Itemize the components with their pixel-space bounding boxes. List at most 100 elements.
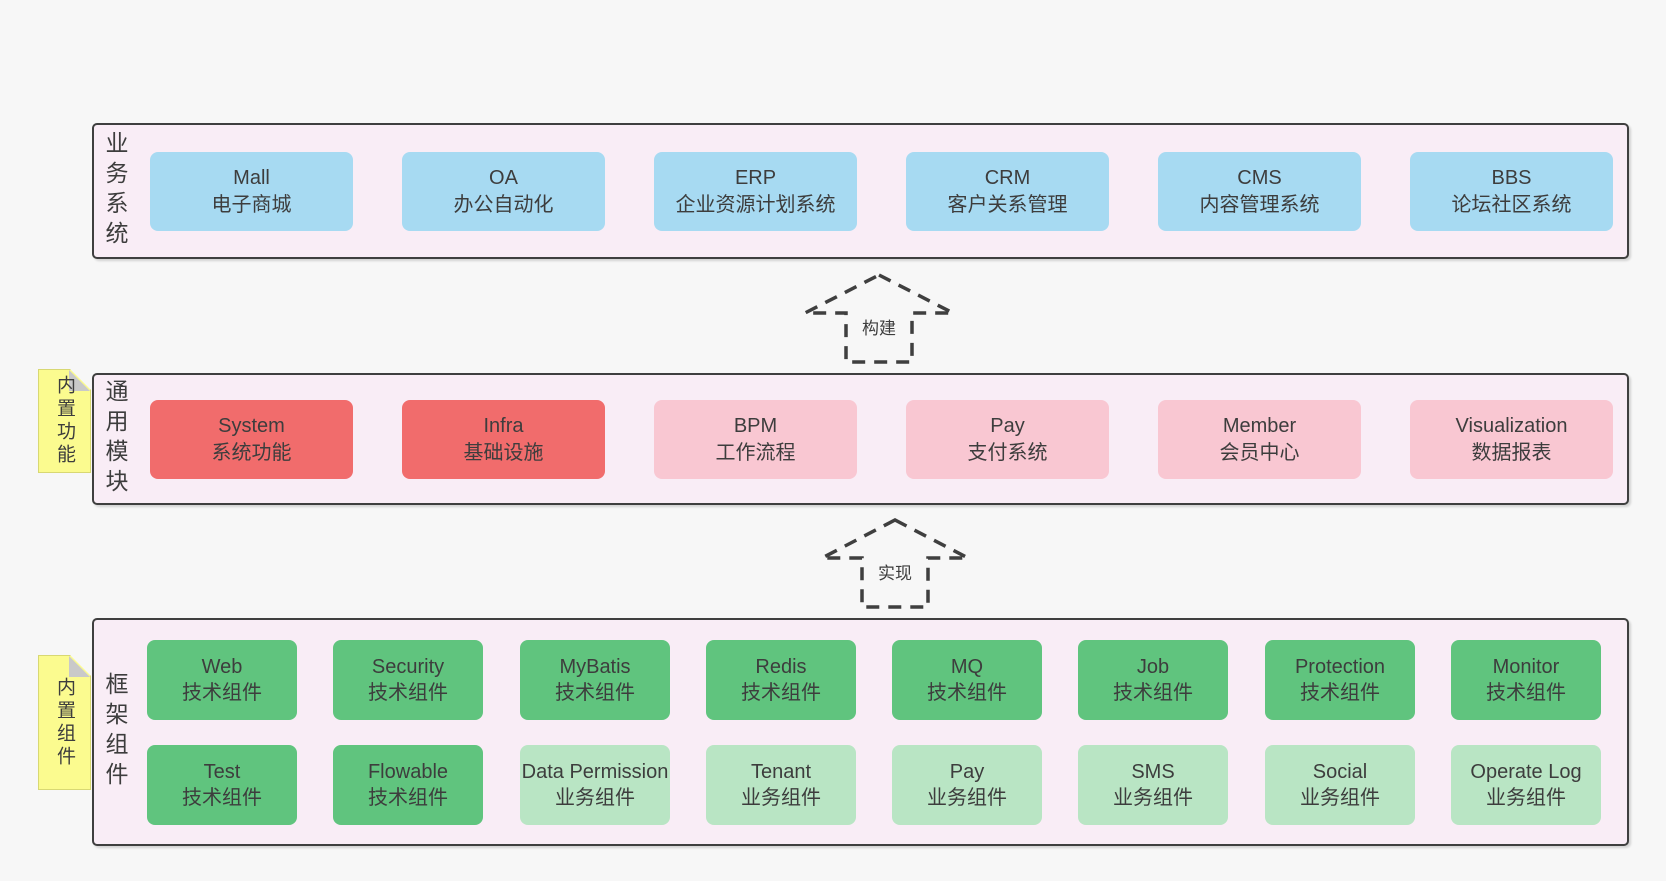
box-title: OA [489,167,518,189]
box-title: Visualization [1455,415,1568,437]
box-title: Job [1136,655,1170,678]
box-subtitle: 工作流程 [715,441,796,464]
box-cms: CMS 内容管理系统 [1158,152,1361,231]
box-subtitle: 系统功能 [211,441,292,464]
band-label-business-systems: 业务系统 [102,131,128,251]
box-title: SMS [1131,760,1175,783]
box-oa: OA 办公自动化 [402,152,605,231]
box-subtitle: 技术组件 [368,682,448,704]
band-common-modules: 通用模块 System 系统功能 Infra 基础设施 BPM 工作流程 Pay… [92,373,1629,505]
box-subtitle: 技术组件 [927,682,1007,704]
box-subtitle: 技术组件 [741,682,821,704]
note-built-in-functions-label: 内置功能 [54,375,75,467]
box-subtitle: 技术组件 [1486,682,1566,704]
box-title: BBS [1491,167,1532,189]
arrow-build-outline [804,273,954,364]
box-subtitle: 论坛社区系统 [1451,193,1572,216]
box-title: Protection [1294,655,1386,678]
box-title: Web [201,655,243,678]
box-protection: Protection 技术组件 [1265,640,1415,720]
box-subtitle: 业务组件 [1113,787,1193,809]
box-erp: ERP 企业资源计划系统 [654,152,857,231]
box-subtitle: 业务组件 [1300,787,1380,809]
box-bbs: BBS 论坛社区系统 [1410,152,1613,231]
box-infra: Infra 基础设施 [402,400,605,479]
box-title: BPM [733,415,778,437]
arrow-implement-outline [821,518,969,609]
box-subtitle: 会员中心 [1219,441,1300,464]
box-visualization: Visualization 数据报表 [1410,400,1613,479]
box-title: Infra [483,415,524,437]
box-test: Test 技术组件 [147,745,297,825]
box-subtitle: 技术组件 [1113,682,1193,704]
box-security: Security 技术组件 [333,640,483,720]
box-subtitle: 业务组件 [741,787,821,809]
box-title: MQ [950,655,984,678]
box-subtitle: 办公自动化 [453,193,554,216]
box-title: MyBatis [559,655,631,678]
box-subtitle: 基础设施 [463,441,544,464]
note-built-in-functions: 内置功能 [38,369,91,473]
box-title: Mall [233,167,270,189]
box-subtitle: 技术组件 [368,787,448,809]
box-mall: Mall 电子商城 [150,152,353,231]
box-subtitle: 业务组件 [1486,787,1566,809]
box-mq: MQ 技术组件 [892,640,1042,720]
box-sms: SMS 业务组件 [1078,745,1228,825]
box-subtitle: 业务组件 [927,787,1007,809]
note-built-in-components-label: 内置组件 [54,676,75,769]
box-title: Operate Log [1470,760,1582,783]
box-tenant: Tenant 业务组件 [706,745,856,825]
box-job: Job 技术组件 [1078,640,1228,720]
box-title: System [218,415,285,437]
box-web: Web 技术组件 [147,640,297,720]
arrow-implement-label: 实现 [878,564,912,583]
arrow-build: 构建 [804,273,954,364]
box-subtitle: 内容管理系统 [1199,193,1320,216]
box-title: Tenant [750,760,812,783]
box-crm: CRM 客户关系管理 [906,152,1109,231]
box-subtitle: 客户关系管理 [947,193,1068,216]
box-pay-component: Pay 业务组件 [892,745,1042,825]
box-social: Social 业务组件 [1265,745,1415,825]
box-member: Member 会员中心 [1158,400,1361,479]
box-system: System 系统功能 [150,400,353,479]
folded-corner-icon [69,656,90,677]
box-mybatis: MyBatis 技术组件 [520,640,670,720]
box-title: Flowable [367,760,449,783]
box-title: CMS [1237,167,1282,189]
box-bpm: BPM 工作流程 [654,400,857,479]
box-pay: Pay 支付系统 [906,400,1109,479]
band-label-common-modules: 通用模块 [102,379,128,499]
box-subtitle: 技术组件 [182,682,262,704]
box-subtitle: 支付系统 [967,441,1048,464]
box-subtitle: 技术组件 [1300,682,1380,704]
box-subtitle: 数据报表 [1471,441,1552,464]
box-flowable: Flowable 技术组件 [333,745,483,825]
box-title: Security [371,655,445,678]
box-subtitle: 企业资源计划系统 [675,193,836,216]
box-title: Monitor [1492,655,1560,678]
box-title: Social [1312,760,1368,783]
band-framework-components: 框架组件 Web 技术组件 Security 技术组件 MyBatis 技术组件… [92,618,1629,846]
band-business-systems: 业务系统 Mall 电子商城 OA 办公自动化 ERP 企业资源计划系统 CRM… [92,123,1629,259]
box-subtitle: 技术组件 [555,682,635,704]
box-title: Redis [755,655,807,678]
box-subtitle: 业务组件 [555,787,635,809]
box-data-permission: Data Permission 业务组件 [520,745,670,825]
box-title: Test [203,760,241,783]
box-title: Data Permission [521,760,669,783]
note-built-in-components: 内置组件 [38,655,91,790]
box-subtitle: 电子商城 [211,193,292,216]
arrow-implement: 实现 [821,518,969,609]
box-redis: Redis 技术组件 [706,640,856,720]
arrow-build-label: 构建 [862,319,896,338]
band-label-framework-components: 框架组件 [102,672,128,792]
box-title: Pay [990,415,1025,437]
box-subtitle: 技术组件 [182,787,262,809]
box-operate-log: Operate Log 业务组件 [1451,745,1601,825]
box-title: Pay [949,760,985,783]
box-monitor: Monitor 技术组件 [1451,640,1601,720]
box-title: ERP [734,167,777,189]
